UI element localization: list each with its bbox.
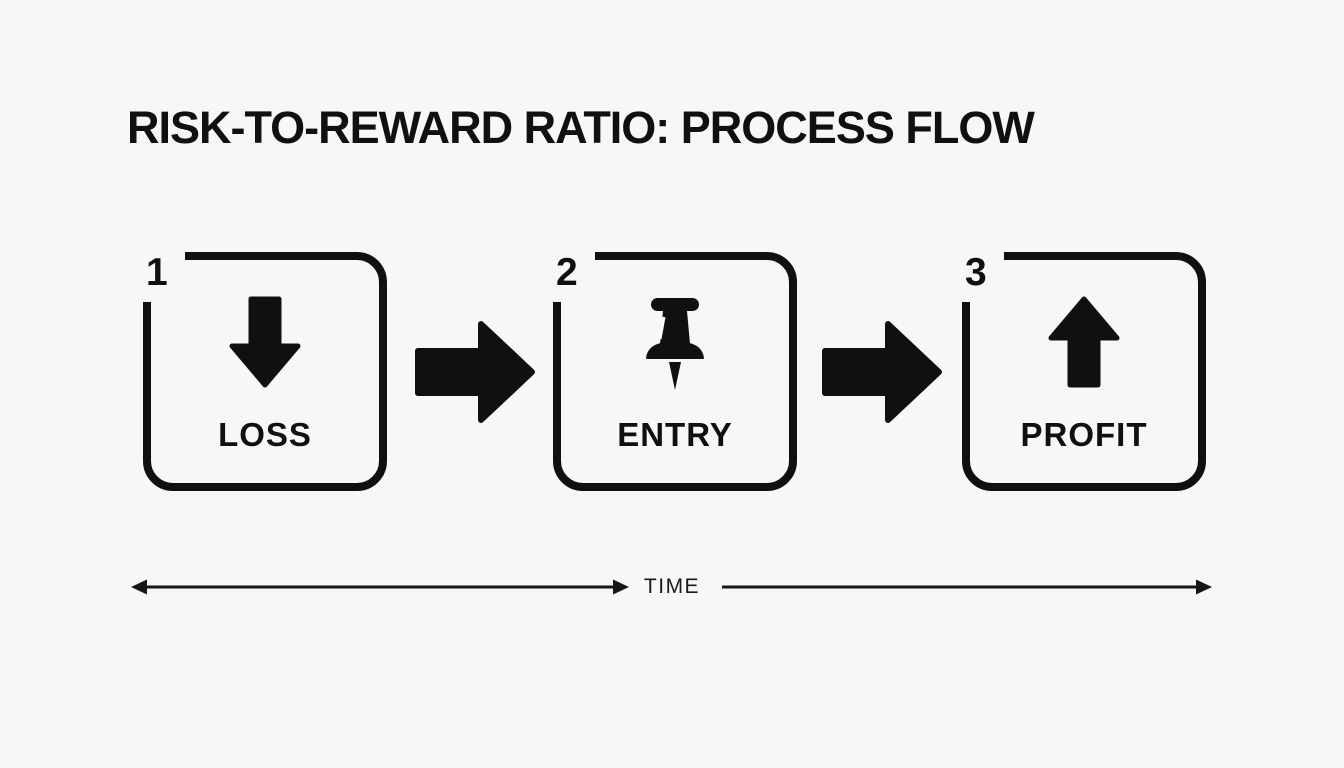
timeline-right-arrow — [722, 579, 1212, 595]
step-label: LOSS — [218, 416, 312, 453]
step-box-loss: 1 LOSS — [143, 252, 387, 491]
arrow-down-icon — [143, 296, 387, 392]
step-label: ENTRY — [617, 416, 733, 453]
step-number: 1 — [146, 251, 168, 294]
step-box-outline — [143, 252, 387, 491]
step-number: 3 — [965, 251, 987, 294]
pushpin-icon — [553, 296, 797, 392]
diagram-title: RISK-TO-REWARD RATIO: PROCESS FLOW — [127, 102, 1035, 153]
step-label: PROFIT — [1020, 416, 1148, 453]
arrow-right-icon — [820, 317, 944, 427]
timeline-label: TIME — [643, 575, 701, 598]
step-box-outline — [962, 252, 1206, 491]
arrow-up-icon — [962, 296, 1206, 392]
arrow-right-icon — [413, 317, 537, 427]
step-number: 2 — [556, 251, 578, 294]
step-box-outline — [553, 252, 797, 491]
step-box-profit: 3 PROFIT — [962, 252, 1206, 491]
timeline-left-arrow — [131, 579, 629, 595]
step-box-entry: 2 ENTRY — [553, 252, 797, 491]
